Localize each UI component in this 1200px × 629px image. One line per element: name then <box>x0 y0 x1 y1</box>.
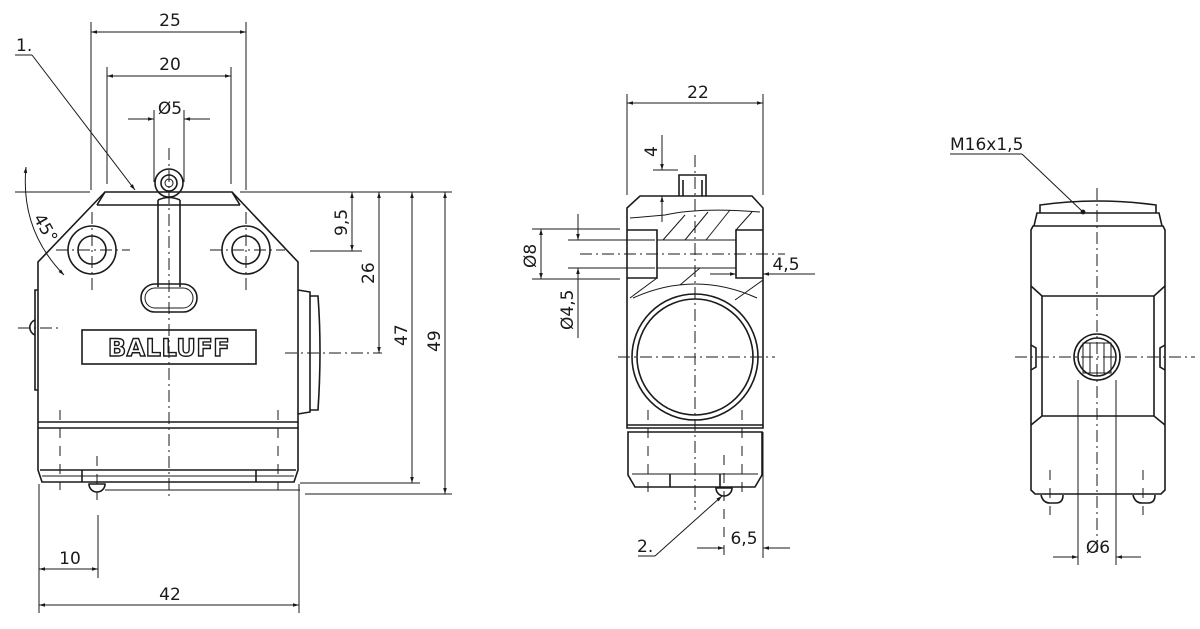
rear-view: M16x1,5 Ø6 <box>950 135 1195 565</box>
dim-49: 49 <box>425 330 445 352</box>
dim-6-5: 6,5 <box>730 529 757 549</box>
front-view: BALLUFF 25 20 Ø5 1. 45° <box>15 11 452 613</box>
dim-22: 22 <box>687 83 709 103</box>
dim-4: 4 <box>642 146 662 157</box>
dim-42: 42 <box>159 585 181 605</box>
dim-20: 20 <box>159 55 181 75</box>
callout-1: 1. <box>16 36 32 56</box>
callout-2: 2. <box>637 537 653 557</box>
dim-10: 10 <box>59 549 81 569</box>
dim-47: 47 <box>392 324 412 346</box>
dim-9-5: 9,5 <box>332 209 352 236</box>
dim-roller-diameter: Ø5 <box>158 99 182 119</box>
thread-label: M16x1,5 <box>950 135 1023 155</box>
dim-angle-45: 45° <box>29 211 61 247</box>
side-view: 22 4 Ø8 Ø4,5 4,5 2. 6,5 <box>521 83 815 558</box>
dim-pin-diameter: Ø6 <box>1086 538 1110 558</box>
dim-counterbore-4-5: 4,5 <box>772 255 799 275</box>
dim-26: 26 <box>359 262 379 284</box>
dim-bore-4-5: Ø4,5 <box>558 290 578 330</box>
dim-25: 25 <box>159 11 181 31</box>
dim-bore-8: Ø8 <box>521 244 541 268</box>
